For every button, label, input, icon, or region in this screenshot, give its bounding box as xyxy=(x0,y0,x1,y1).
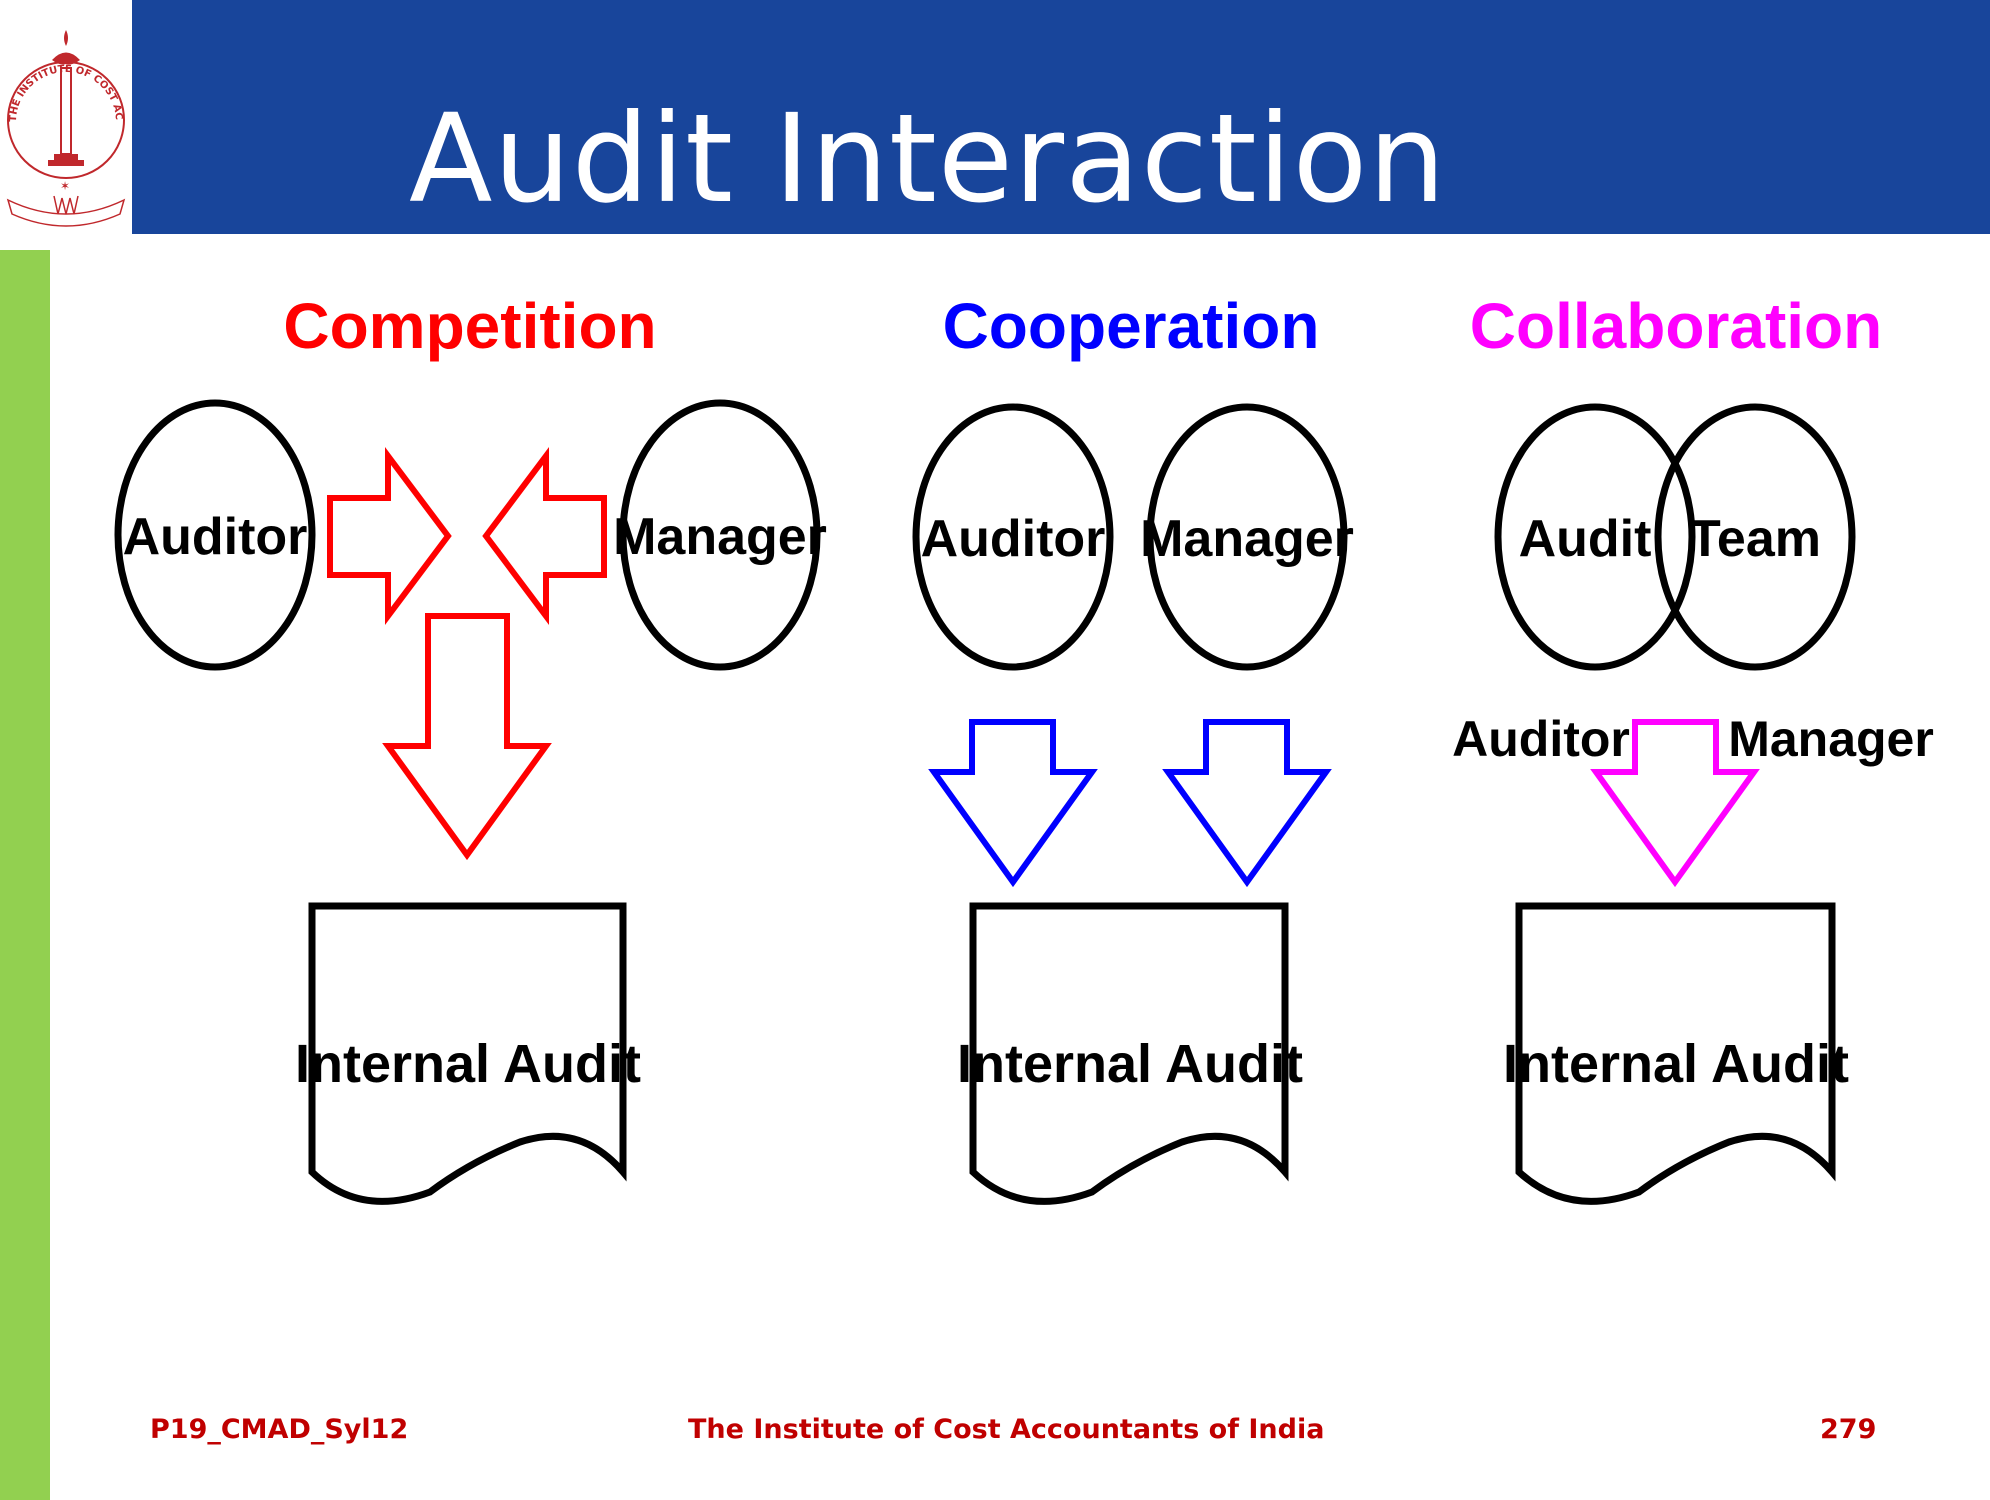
left-arrow-icon xyxy=(482,447,607,625)
manager-label: Manager xyxy=(1728,711,1934,767)
internal-audit-document xyxy=(1515,902,1836,1205)
cooperation-group: Cooperation Auditor Manager Internal Aud… xyxy=(912,290,1354,1205)
manager-circle xyxy=(1146,403,1348,671)
competition-group: Competition Auditor Manager Internal Aud… xyxy=(114,290,827,1205)
auditor-circle-label: Auditor xyxy=(921,510,1106,568)
auditor-label: Auditor xyxy=(1452,711,1630,767)
auditor-circle-label: Auditor xyxy=(123,508,308,566)
internal-audit-label: Internal Audit xyxy=(1503,1034,1849,1094)
down-arrow-icon xyxy=(382,613,552,861)
team-circle xyxy=(1654,403,1856,671)
side-accent-strip xyxy=(0,250,50,1500)
internal-audit-label: Internal Audit xyxy=(957,1034,1303,1094)
footer-institute-name: The Institute of Cost Accountants of Ind… xyxy=(688,1414,1325,1445)
internal-audit-document xyxy=(308,902,627,1205)
auditor-circle xyxy=(114,399,316,671)
footer-course-code: P19_CMAD_Syl12 xyxy=(150,1414,409,1445)
slide-title: Audit Interaction xyxy=(409,88,1447,230)
auditor-circle xyxy=(912,403,1114,671)
audit-circle-label: Audit xyxy=(1519,510,1652,568)
team-circle-label: Team xyxy=(1689,510,1821,568)
right-arrow-icon xyxy=(327,447,452,625)
manager-circle-label: Manager xyxy=(1140,510,1354,568)
manager-circle-label: Manager xyxy=(613,508,827,566)
internal-audit-label: Internal Audit xyxy=(295,1034,641,1094)
down-arrow-icon xyxy=(1590,719,1760,888)
institute-logo: THE INSTITUTE OF COST ACCOUNTANTS OF IND… xyxy=(0,0,132,234)
title-bar: Audit Interaction xyxy=(132,0,1990,234)
down-arrow-icon xyxy=(1162,719,1332,888)
collaboration-heading: Collaboration xyxy=(1470,290,1882,362)
manager-circle xyxy=(619,399,821,671)
down-arrow-icon xyxy=(928,719,1098,888)
cooperation-heading: Cooperation xyxy=(943,290,1320,362)
footer-page-number: 279 xyxy=(1820,1414,1877,1445)
collaboration-group: Collaboration Audit Team Auditor Manager… xyxy=(1452,290,1934,1205)
svg-text:✶: ✶ xyxy=(60,179,70,193)
internal-audit-document xyxy=(969,902,1289,1205)
competition-heading: Competition xyxy=(283,290,656,362)
audit-circle xyxy=(1494,403,1696,671)
